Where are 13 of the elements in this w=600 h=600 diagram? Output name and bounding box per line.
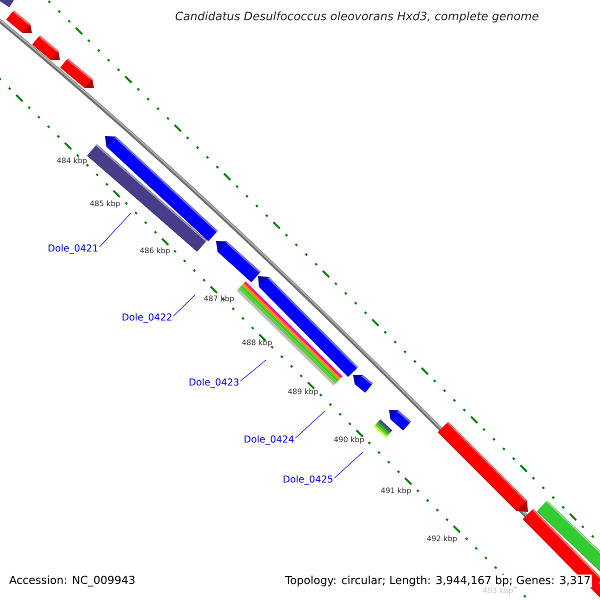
leader-line — [295, 410, 326, 438]
genome-stats-text: Topology: circular; Length: 3,944,167 bp; Genes: 3,317 — [284, 574, 592, 588]
leader-line — [173, 294, 196, 316]
title: Candidatus Desulfococcus oleovorans Hxd3, complete genome — [176, 11, 538, 23]
leader-line — [334, 452, 364, 478]
gene-label: Dole_0422 — [122, 313, 172, 323]
leader-line — [240, 360, 266, 382]
accession-text: Accession: NC_009943 — [9, 576, 134, 586]
gene-label: Dole_0424 — [244, 435, 294, 445]
gene-label: Dole_0421 — [48, 244, 98, 254]
leader-line — [99, 212, 132, 248]
gene-label: Dole_0423 — [190, 378, 238, 388]
gene-label: Dole_0425 — [284, 475, 332, 485]
